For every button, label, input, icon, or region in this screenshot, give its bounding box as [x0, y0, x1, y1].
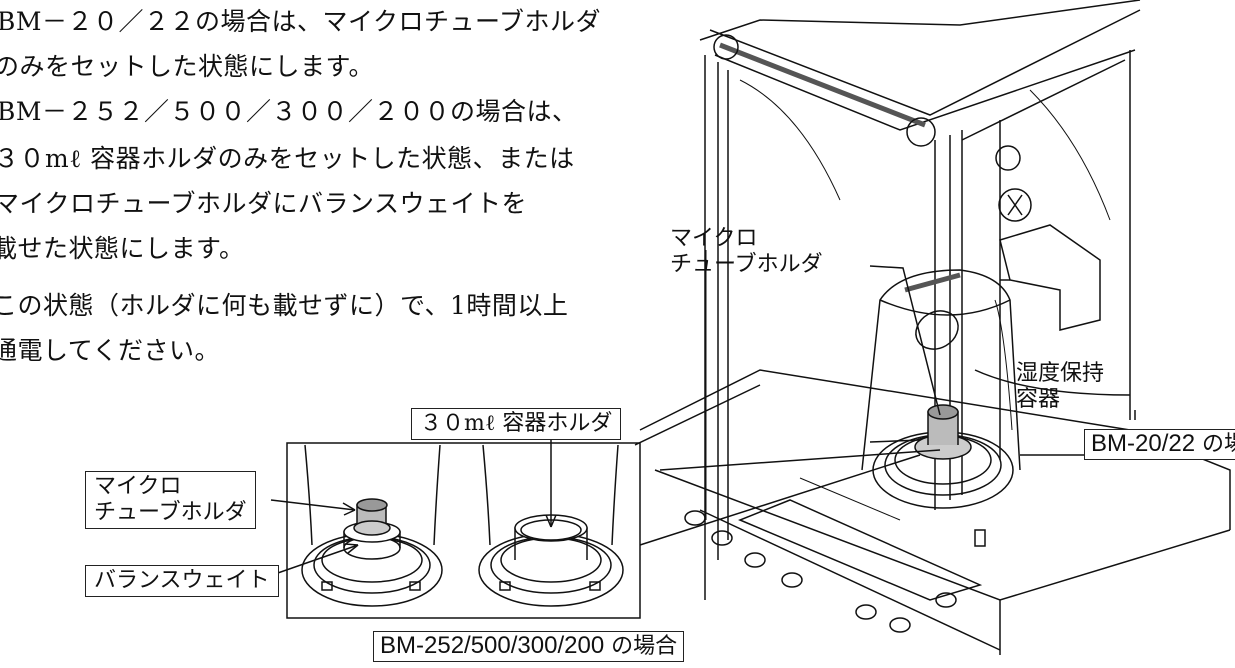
case-bm252-suffix: の場合: [604, 634, 678, 659]
text-line: この状態（ホルダに何も載せずに）で、1時間以上: [0, 291, 569, 320]
case-bm252-model: BM-252/500/300/200: [380, 632, 605, 659]
micro-tube-holder-label: マイクロ チューブホルダ: [670, 226, 823, 277]
text-line: BM－２５２／５００／３００／２００の場合は、: [0, 97, 578, 126]
balance-weight-label: バランスウェイト: [85, 565, 279, 597]
text-line: 通電してください。: [0, 336, 221, 365]
text-line: ３０mℓ 容器ホルダのみをセットした状態、または: [0, 144, 575, 173]
text-line: BM－２０／２２の場合は、マイクロチューブホルダ: [0, 7, 601, 36]
text-line: 載せた状態にします。: [0, 234, 245, 263]
container-holder-30ml-label: ３０mℓ 容器ホルダ: [411, 408, 622, 440]
text-line: のみをセットした状態にします。: [0, 52, 375, 81]
case-bm20-suffix: の場合: [1202, 432, 1235, 457]
humidity-container-label: 湿度保持 容器: [1016, 361, 1105, 412]
case-bm252-label: BM-252/500/300/200 の場合: [373, 631, 685, 662]
case-bm20-model: BM-20/22: [1091, 430, 1196, 457]
text-line: マイクロチューブホルダにバランスウェイトを: [0, 189, 528, 218]
case-bm20-label: BM-20/22 の場合: [1084, 429, 1235, 460]
micro-tube-holder-inset-label: マイクロ チューブホルダ: [85, 471, 256, 529]
